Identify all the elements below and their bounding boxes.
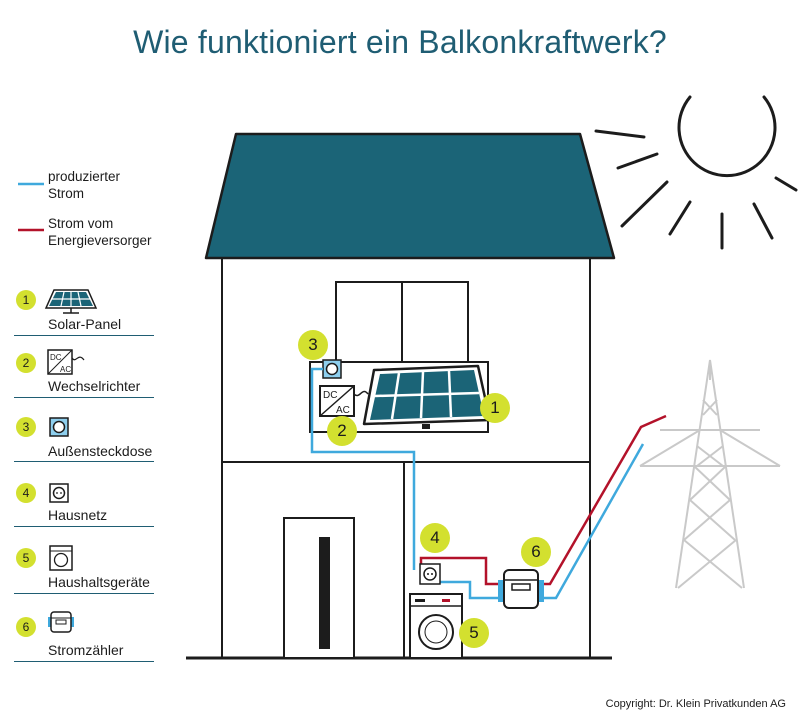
legend-solar-panel-icon	[44, 289, 98, 314]
legend-divider	[14, 593, 154, 594]
legend-badge-3: 3	[16, 417, 36, 437]
legend-divider	[14, 335, 154, 336]
legend-badge-4: 4	[16, 483, 36, 503]
legend-meter-icon	[48, 611, 74, 633]
legend-divider	[14, 526, 154, 527]
house	[186, 258, 612, 660]
marker-3: 3	[298, 330, 328, 360]
electricity-meter-icon	[498, 569, 544, 609]
marker-4: 4	[420, 523, 450, 553]
legend-produced-line2: Strom	[48, 186, 85, 201]
legend-badge-1: 1	[16, 290, 36, 310]
legend-item-appliances: Haushaltsgeräte	[48, 574, 150, 590]
household-socket-icon	[419, 563, 441, 585]
roof	[204, 132, 616, 260]
inverter-ac-label: AC	[336, 405, 350, 416]
marker-5: 5	[459, 618, 489, 648]
legend-produced-line1: produzierter	[48, 169, 121, 184]
legend-divider	[14, 461, 154, 462]
outdoor-socket-icon	[322, 359, 342, 379]
legend-item-inverter: Wechselrichter	[48, 378, 141, 394]
legend-inverter-ac: AC	[60, 365, 71, 374]
legend-item-solar-panel: Solar-Panel	[48, 316, 122, 332]
sun-icon	[594, 95, 798, 250]
inverter-icon: DC AC	[319, 385, 369, 417]
inverter-dc-label: DC	[323, 390, 337, 401]
marker-1: 1	[480, 393, 510, 423]
legend-appliance-icon	[49, 545, 73, 571]
door	[283, 517, 355, 659]
page-title: Wie funktioniert ein Balkonkraftwerk?	[133, 24, 667, 60]
legend-inverter-icon: DC AC	[47, 349, 85, 375]
marker-2: 2	[327, 416, 357, 446]
legend-household-socket-icon	[49, 483, 69, 503]
produced-power-line	[310, 367, 645, 600]
legend-divider	[14, 661, 154, 662]
legend-inverter-dc: DC	[50, 353, 62, 362]
legend-produced-label: produzierter Strom	[48, 168, 120, 202]
washing-machine-icon	[409, 593, 463, 659]
legend-item-outdoor-socket: Außensteckdose	[48, 443, 153, 459]
solar-panel-icon	[362, 364, 492, 429]
legend-badge-2: 2	[16, 353, 36, 373]
marker-6: 6	[521, 537, 551, 567]
legend-outdoor-socket-icon	[49, 417, 69, 437]
legend-supplier-label: Strom vom Energieversorger	[48, 215, 152, 249]
legend-supplier-line1: Strom vom	[48, 216, 114, 231]
window	[335, 281, 469, 363]
supplier-power-line	[419, 414, 667, 586]
power-pylon-icon	[639, 359, 781, 589]
legend-item-meter: Stromzähler	[48, 642, 124, 658]
legend-badge-6: 6	[16, 617, 36, 637]
legend-item-household-grid: Hausnetz	[48, 507, 108, 523]
legend-supplier-line2: Energieversorger	[48, 233, 152, 248]
legend-badge-5: 5	[16, 548, 36, 568]
copyright-text: Copyright: Dr. Klein Privatkunden AG	[605, 698, 786, 710]
legend-divider	[14, 397, 154, 398]
